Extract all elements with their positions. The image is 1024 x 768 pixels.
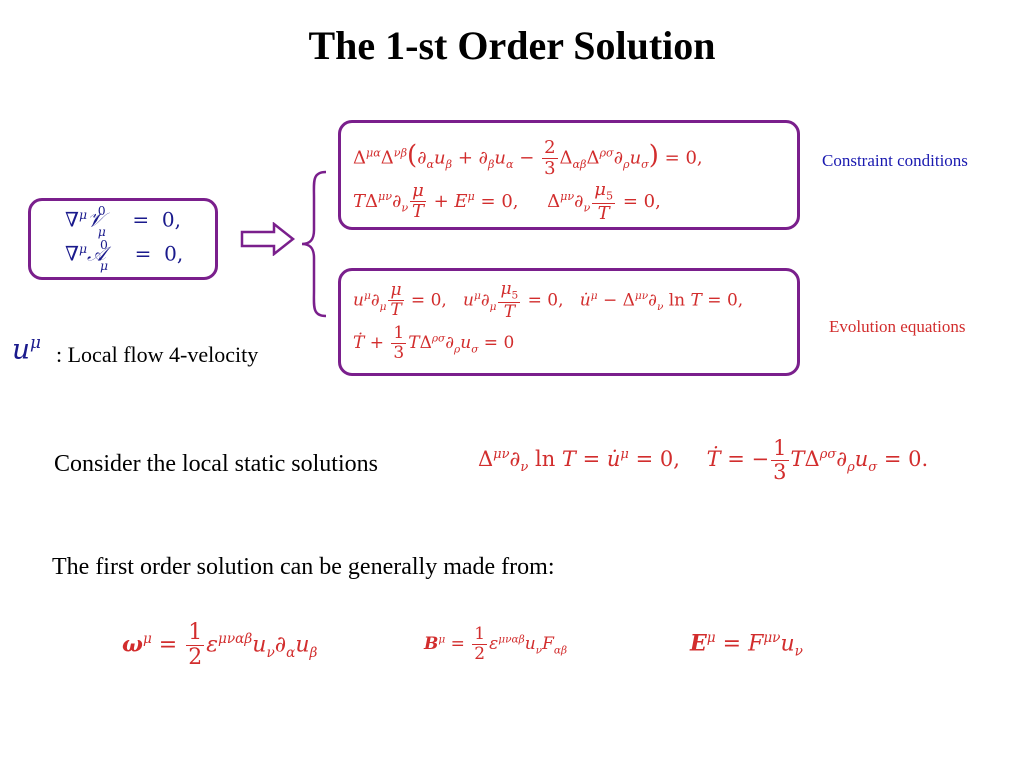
- conservation-eq-vector: ∇μ𝒱μ0 = 0,: [65, 203, 181, 239]
- flow-velocity-symbol: uμ: [12, 332, 41, 366]
- consider-text: Consider the local static solutions: [54, 451, 378, 477]
- conservation-eq-axial: ∇μ𝒜μ0 = 0,: [65, 237, 184, 273]
- constraint-conditions-label: Constraint conditions: [822, 151, 968, 170]
- evolution-equations-label: Evolution equations: [829, 317, 966, 336]
- slide-title: The 1-st Order Solution: [308, 23, 716, 68]
- conservation-box: ∇μ𝒱μ0 = 0, ∇μ𝒜μ0 = 0,: [28, 198, 218, 280]
- local-flow-label: : Local flow 4-velocity: [56, 342, 259, 367]
- right-arrow-icon: [240, 222, 296, 256]
- curly-brace-icon: [301, 170, 327, 318]
- first-order-text: The first order solution can be generall…: [52, 554, 555, 580]
- electric-field-equation: Eμ = Fμνuν: [690, 630, 803, 660]
